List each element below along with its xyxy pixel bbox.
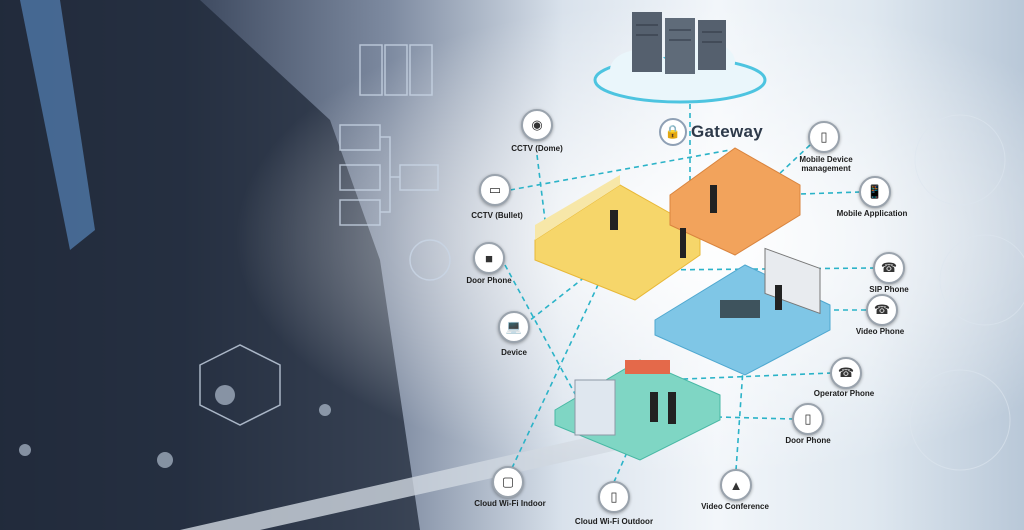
operator-phone-icon[interactable]: ☎ <box>830 357 862 389</box>
bullet-camera-icon[interactable]: ▭ <box>479 174 511 206</box>
gateway: 🔒 Gateway <box>659 118 763 146</box>
desk-phone-icon[interactable]: ☎ <box>873 252 905 284</box>
door-phone-icon[interactable]: ■ <box>473 242 505 274</box>
outdoor-access-point-icon[interactable]: ▯ <box>598 481 630 513</box>
device-label-operator-phone: Operator Phone <box>813 389 875 398</box>
dome-camera-icon[interactable]: ◉ <box>521 109 553 141</box>
device-label-mobile-device-management: Mobile Device management <box>799 155 853 173</box>
smartphone-icon[interactable]: 📱 <box>859 176 891 208</box>
device-label-video-phone: Video Phone <box>855 327 905 336</box>
access-point-icon[interactable]: ▢ <box>492 466 524 498</box>
video-phone-icon[interactable]: ☎ <box>866 294 898 326</box>
tablet-phone-icon[interactable]: ▯ <box>808 121 840 153</box>
laptop-icon[interactable]: 💻 <box>498 311 530 343</box>
office-floors <box>534 147 831 461</box>
device-label-sip-phone: SIP Phone <box>869 285 909 294</box>
device-label-cloud-wifi-indoor: Cloud Wi-Fi Indoor <box>474 499 546 508</box>
device-label-cctv-dome: CCTV (Dome) <box>511 144 563 153</box>
shield-lock-icon: 🔒 <box>659 118 687 146</box>
device-label-door-phone-left: Door Phone <box>466 276 512 285</box>
device-label-device: Device <box>501 348 527 357</box>
door-phone-icon[interactable]: ▯ <box>792 403 824 435</box>
device-label-door-phone-right: Door Phone <box>785 436 831 445</box>
gateway-label: Gateway <box>691 122 764 141</box>
network-hologram <box>199 44 451 426</box>
device-label-video-conference: Video Conference <box>701 502 769 511</box>
device-label-cloud-wifi-outdoor: Cloud Wi-Fi Outdoor <box>574 517 654 526</box>
conference-phone-icon[interactable]: ▲ <box>720 469 752 501</box>
device-label-cctv-bullet: CCTV (Bullet) <box>471 211 523 220</box>
device-label-mobile-application: Mobile Application <box>836 209 908 218</box>
cloud-servers <box>593 12 767 104</box>
